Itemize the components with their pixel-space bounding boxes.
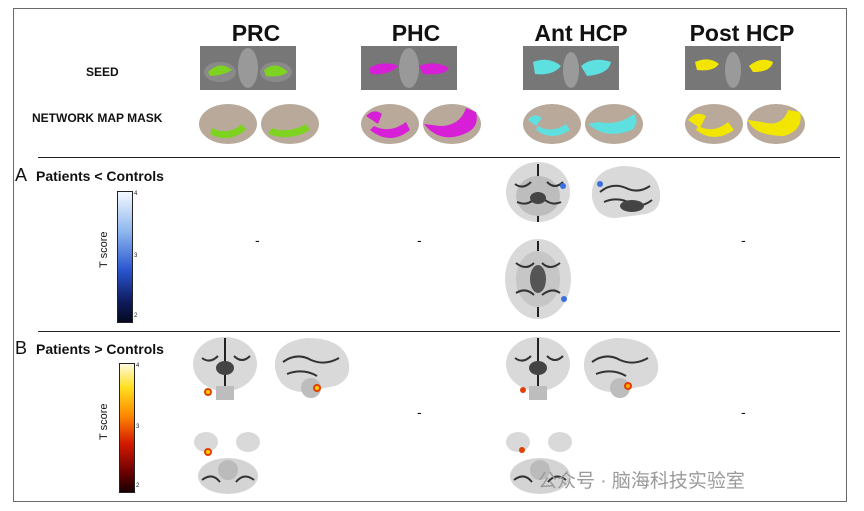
- colorbar-b-mid: 3: [136, 424, 140, 430]
- panel-b-title: Patients > Controls: [36, 341, 164, 357]
- column-title-phc: PHC: [391, 20, 441, 46]
- colorbar-a-label: T score: [98, 231, 110, 268]
- figure-frame: [13, 8, 847, 502]
- colorbar-b-min: 2: [136, 483, 140, 489]
- result-a-coronal-slice: [503, 160, 573, 233]
- result-b-prc-axial-slice: [192, 430, 264, 501]
- result-b-ant-hcp-coronal-slice: [503, 334, 573, 407]
- result-b-ant-hcp-sagittal-slice: [578, 334, 662, 409]
- network-mask-prc: [198, 100, 322, 153]
- separator-b: [38, 331, 840, 332]
- colorbar-b-max: 4: [136, 363, 140, 369]
- seed-image-post-hcp: [685, 46, 781, 90]
- colorbar-a-min: 2: [134, 313, 138, 319]
- colorbar-a-max: 4: [134, 191, 138, 197]
- colorbar-a: [117, 191, 133, 323]
- colorbar-b: [119, 363, 135, 493]
- seed-image-ant-hcp: [523, 46, 619, 90]
- watermark-text: 公众号 · 脑海科技实验室: [538, 471, 745, 492]
- row-label-seed: SEED: [86, 65, 119, 79]
- seed-image-phc: [361, 46, 457, 90]
- row-label-network: NETWORK MAP MASK: [32, 111, 163, 125]
- result-b-ant-hcp-axial-slice: [504, 430, 576, 501]
- result-a-sagittal-slice: [586, 162, 664, 231]
- column-title-ant-hcp: Ant HCP: [534, 20, 628, 46]
- network-mask-post-hcp: [684, 100, 808, 153]
- panel-b-letter: B: [15, 338, 28, 358]
- result-a-axial-slice: [502, 237, 574, 326]
- empty-result-a-prc: -: [255, 232, 260, 248]
- colorbar-b-label: T score: [98, 403, 110, 440]
- empty-result-a-post-hcp: -: [741, 232, 746, 248]
- panel-a-title: Patients < Controls: [36, 168, 164, 184]
- colorbar-a-mid: 3: [134, 253, 138, 259]
- separator-a: [38, 157, 840, 158]
- panel-a-letter: A: [15, 165, 28, 185]
- column-title-post-hcp: Post HCP: [689, 20, 795, 46]
- network-mask-phc: [360, 100, 484, 153]
- result-b-prc-sagittal-slice: [269, 334, 353, 409]
- empty-result-a-phc: -: [417, 232, 422, 248]
- network-mask-ant-hcp: [522, 100, 646, 153]
- result-b-prc-coronal-slice: [190, 334, 260, 407]
- empty-result-b-phc: -: [417, 404, 422, 420]
- empty-result-b-post-hcp: -: [741, 404, 746, 420]
- seed-image-prc: [200, 46, 296, 90]
- column-title-prc: PRC: [231, 20, 281, 46]
